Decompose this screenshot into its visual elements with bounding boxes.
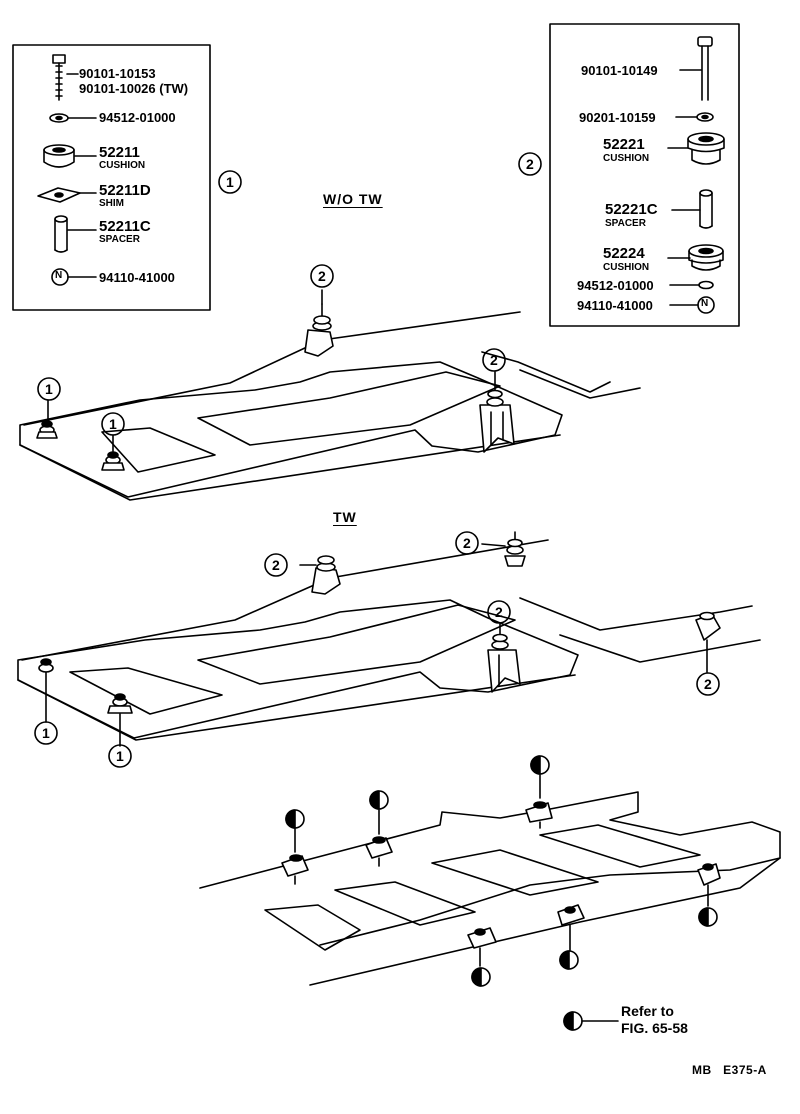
part-number: 52211D (99, 182, 151, 199)
part-number: 52224 (603, 245, 645, 262)
part-description: SPACER (99, 234, 140, 245)
callout-number: 1 (109, 416, 117, 432)
half-circle-icon (563, 1011, 619, 1031)
cushion-icon (43, 144, 97, 168)
reference-line-1: Refer to (621, 1003, 674, 1019)
mount-icon (281, 827, 309, 885)
callout-number: 2 (704, 676, 712, 692)
part-number: 94512-01000 (577, 278, 654, 293)
callout-number: 2 (272, 557, 280, 573)
part-description: SHIM (99, 198, 124, 209)
callout-number: 1 (226, 174, 234, 190)
callout-2-circle (518, 152, 542, 176)
mount-icon (467, 927, 497, 967)
callout-number: 1 (116, 748, 124, 764)
section-title-wo-tw: W/O TW (323, 191, 383, 207)
frame-tw (17, 539, 761, 741)
callout-number: 2 (495, 604, 503, 620)
callout-2-circle (696, 672, 720, 696)
cushion-icon (667, 244, 724, 271)
callout-1-circle (101, 412, 125, 436)
part-description: CUSHION (603, 153, 650, 164)
spacer-icon (671, 189, 713, 229)
part-description: CUSHION (603, 262, 650, 273)
callout-number: 2 (490, 352, 498, 368)
section-title-tw: TW (333, 509, 357, 525)
mount-icon (525, 774, 553, 829)
washer-icon (675, 112, 714, 122)
bolt-icon (679, 36, 713, 101)
part-number: 90101-10026 (TW) (79, 81, 189, 96)
callout-number: 2 (318, 268, 326, 284)
shim-icon (37, 187, 97, 203)
spacer-icon (54, 215, 97, 253)
figure-code: MB E375-A (692, 1063, 767, 1077)
mount-icon (487, 623, 521, 693)
half-circle-icon (369, 790, 389, 810)
callout-1-circle (218, 170, 242, 194)
callout-1-circle (34, 721, 58, 745)
mount-icon (36, 399, 58, 439)
part-number: 52211C (99, 218, 151, 235)
legend-box-2 (549, 23, 740, 327)
nut-symbol-label: N (55, 270, 63, 281)
part-number: 52221C (605, 201, 658, 218)
callout-number: 1 (45, 381, 53, 397)
mount-icon (304, 289, 334, 357)
frame-bottom (199, 791, 781, 986)
callout-number: 1 (42, 725, 50, 741)
half-circle-icon (698, 907, 718, 927)
callout-1-circle (108, 744, 132, 768)
bolt-icon (52, 54, 79, 101)
callout-2-circle (482, 348, 506, 372)
mount-icon (697, 863, 721, 907)
nut-icon (669, 296, 715, 314)
mount-icon (557, 904, 585, 951)
part-number: 90201-10159 (579, 110, 656, 125)
half-circle-icon (285, 809, 305, 829)
mount-icon (481, 531, 526, 567)
callout-number: 2 (463, 535, 471, 551)
part-number: 94512-01000 (99, 110, 176, 125)
frame-wo-tw (19, 311, 641, 501)
callout-2-circle (487, 600, 511, 624)
callout-2-circle (455, 531, 479, 555)
washer-icon (669, 280, 714, 290)
callout-2-circle (264, 553, 288, 577)
part-number: 52211 (99, 144, 140, 161)
half-circle-icon (530, 755, 550, 775)
mount-icon (299, 555, 341, 595)
callout-number: 2 (526, 156, 534, 172)
part-number: 52221 (603, 136, 645, 153)
part-number: 94110-41000 (99, 270, 175, 285)
mount-icon (38, 658, 54, 723)
mount-icon (479, 371, 515, 453)
mount-icon (101, 434, 125, 471)
callout-2-circle (310, 264, 334, 288)
part-number: 90101-10149 (581, 63, 658, 78)
callout-1-circle (37, 377, 61, 401)
reference-line-2: FIG. 65-58 (621, 1020, 688, 1036)
half-circle-icon (471, 967, 491, 987)
half-circle-icon (559, 950, 579, 970)
washer-icon (49, 113, 97, 123)
part-description: CUSHION (99, 160, 146, 171)
part-number: 90101-10153 (79, 66, 156, 81)
mount-icon (365, 809, 393, 867)
nut-symbol-label: N (701, 298, 709, 309)
part-number: 94110-41000 (577, 298, 653, 313)
cushion-icon (667, 132, 725, 165)
mount-icon (107, 693, 133, 747)
legend-box-1 (12, 44, 211, 311)
nut-icon (51, 268, 97, 286)
mount-icon (695, 611, 721, 673)
part-description: SPACER (605, 218, 646, 229)
